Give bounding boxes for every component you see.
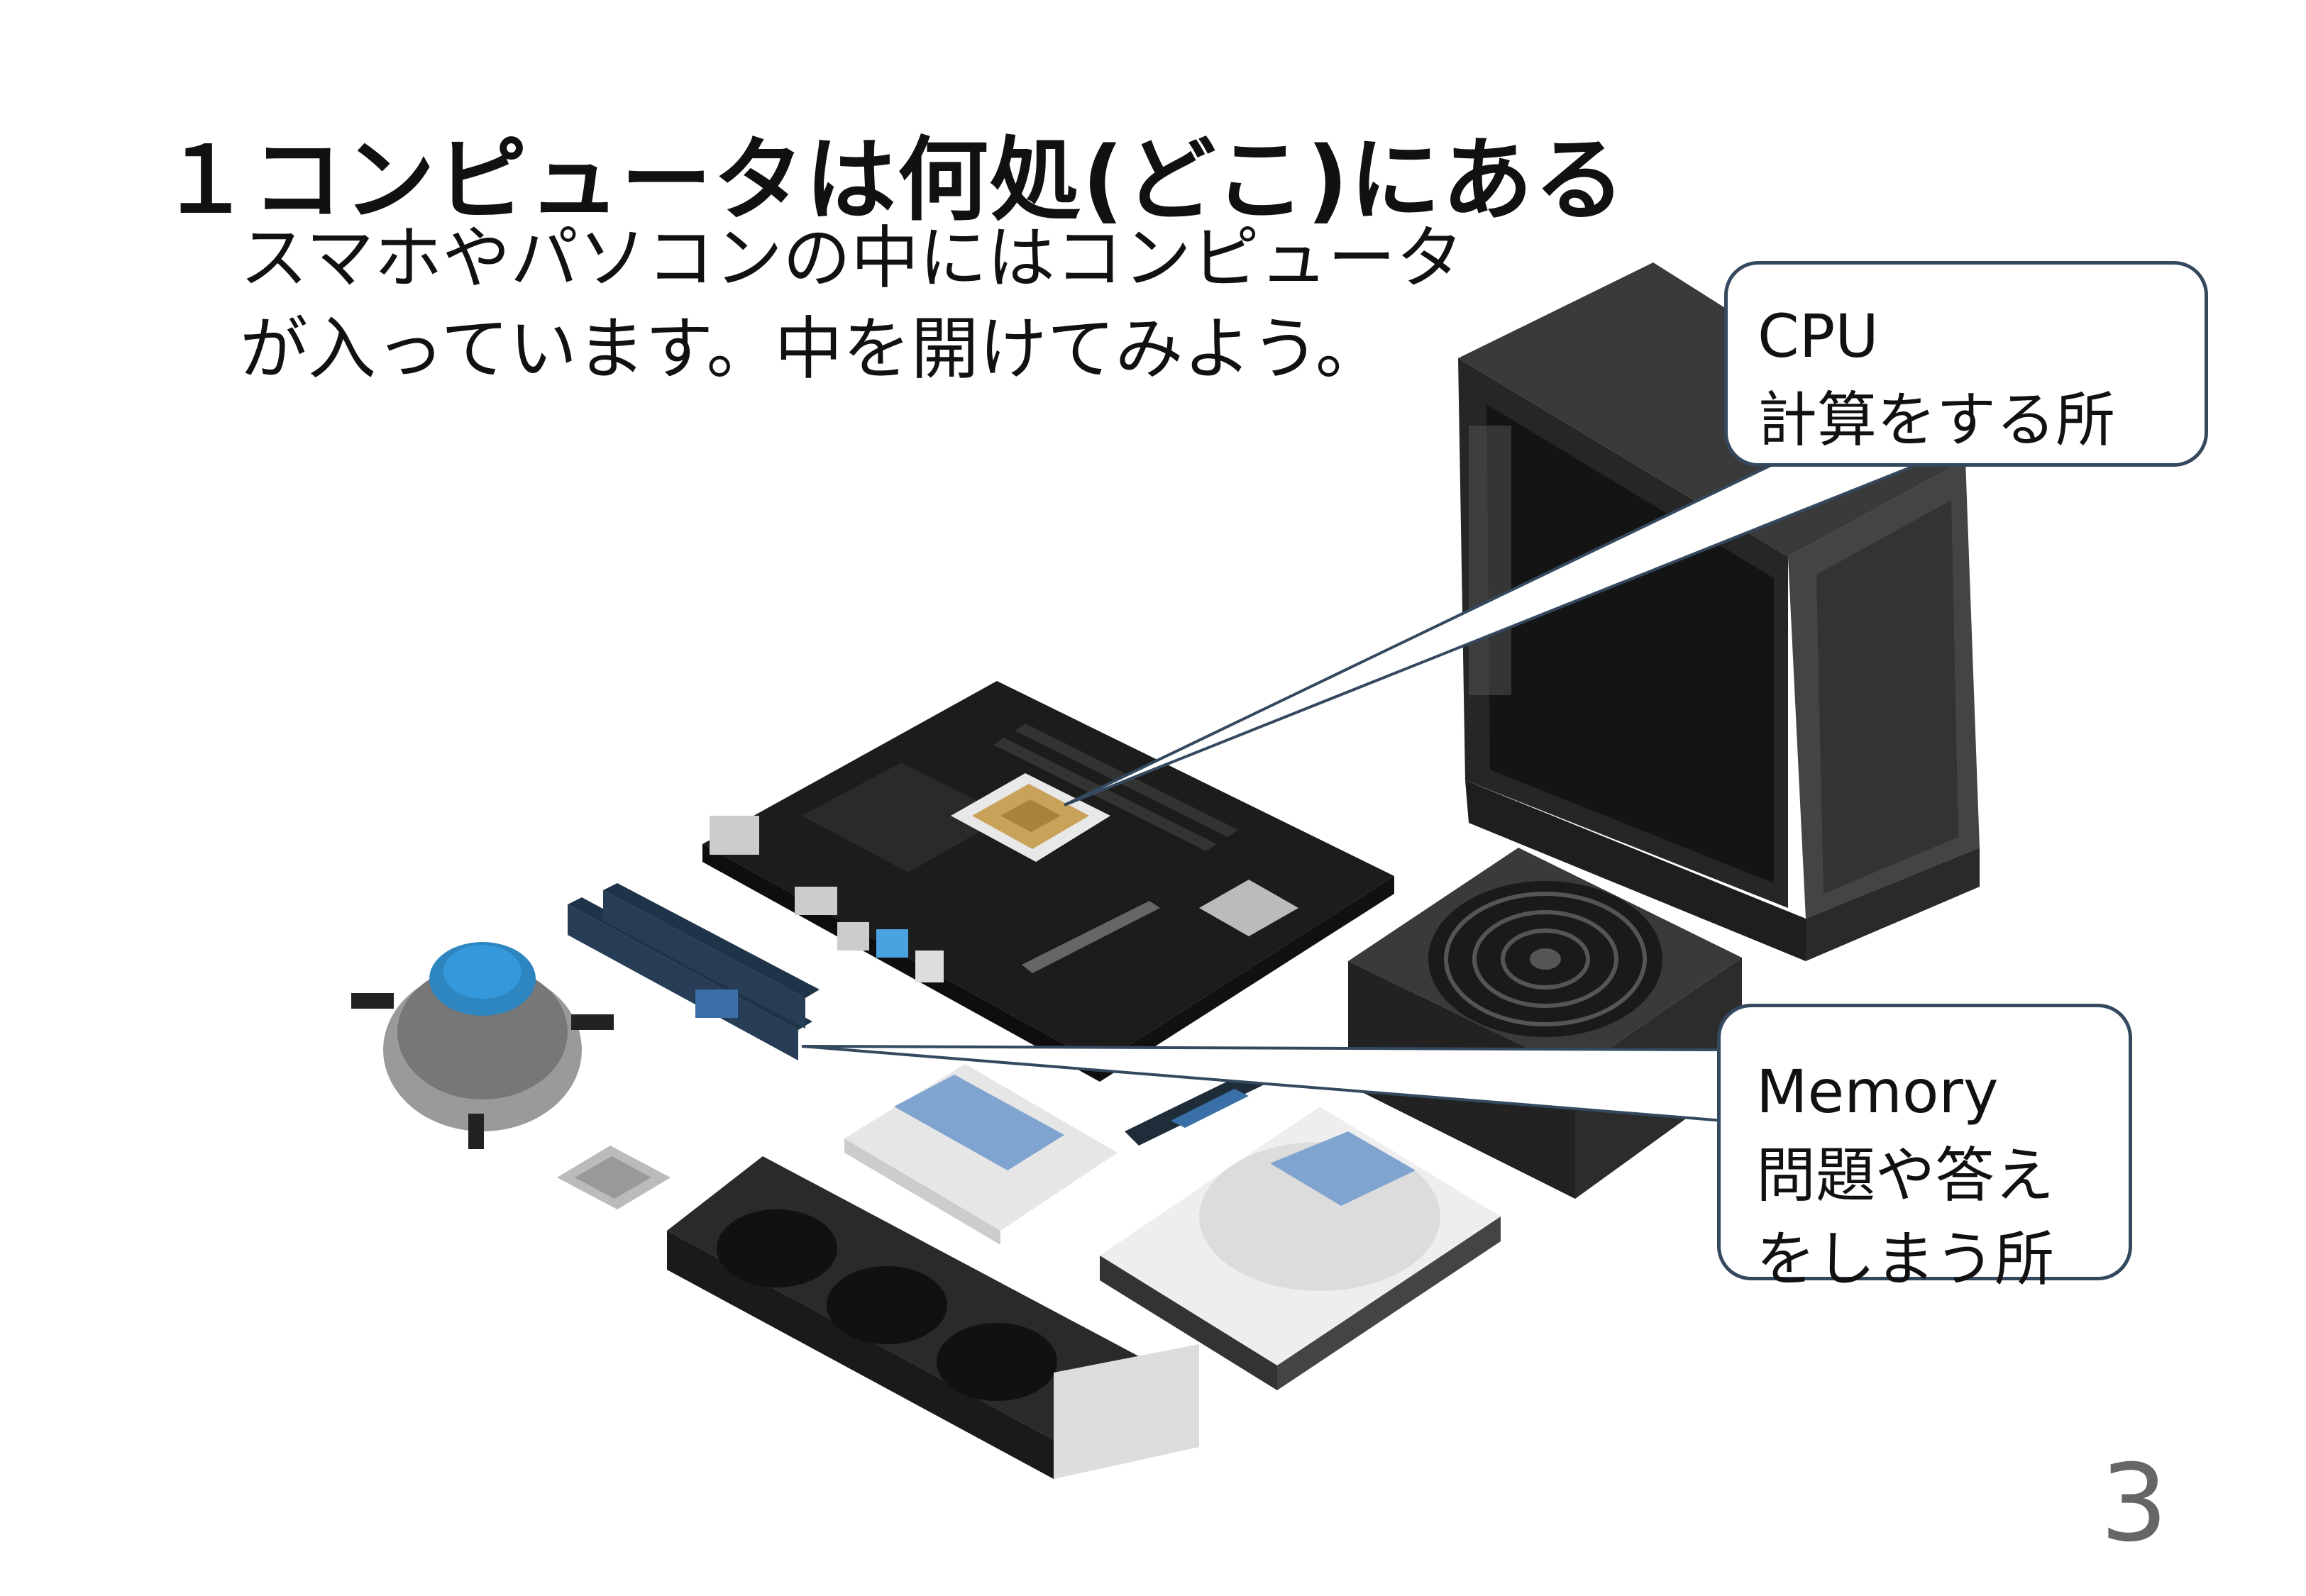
slide-subtitle: スマホやパソコンの中にはコンピュータ が入っています。中を開けてみよう。 <box>240 213 1464 394</box>
m2-ssd <box>1125 1068 1270 1146</box>
memory-callout-description-2: をしまう所 <box>1756 1224 2055 1294</box>
slide-title: １コンピュータは何処(どこ)にある <box>160 128 1627 233</box>
subtitle-line-1: スマホやパソコンの中にはコンピュータ <box>240 218 1464 298</box>
memory-callout: Memory 問題や答え をしまう所 <box>1717 1004 2132 1294</box>
cpu-socket <box>951 773 1110 862</box>
cpu-callout: CPU 計算をする所 <box>1724 261 2208 467</box>
subtitle-line-2: が入っています。中を開けてみよう。 <box>240 309 1384 389</box>
hard-drive <box>1100 1107 1501 1390</box>
memory-modules <box>568 883 820 1060</box>
cpu-cooler <box>351 942 614 1149</box>
memory-callout-label: Memory <box>1756 1057 1999 1126</box>
graphics-card <box>667 1156 1199 1479</box>
page-number: 3 <box>2100 1442 2168 1565</box>
cpu-callout-description: 計算をする所 <box>1758 385 2116 455</box>
memory-callout-description-1: 問題や答え <box>1756 1141 2055 1210</box>
cpu-callout-label: CPU <box>1758 301 1879 371</box>
motherboard <box>702 681 1394 1082</box>
cpu-chip <box>557 1146 671 1209</box>
ssd <box>844 1064 1118 1245</box>
